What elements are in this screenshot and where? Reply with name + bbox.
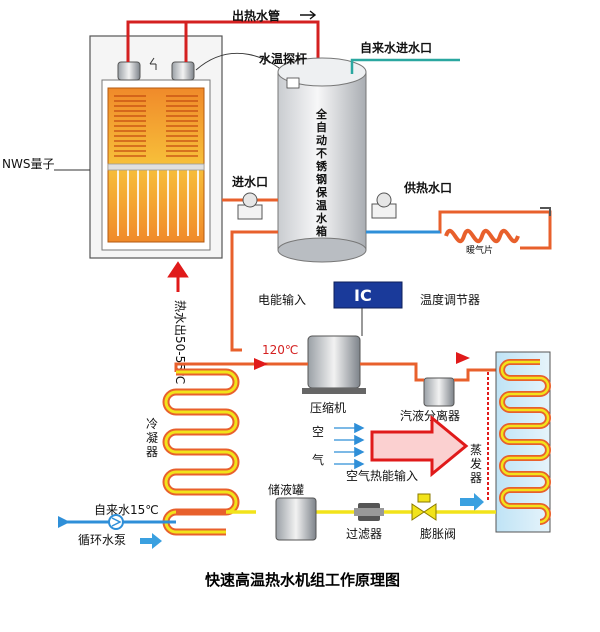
svg-text:温: 温 xyxy=(316,198,327,212)
temp-probe-box xyxy=(286,77,300,89)
nws-heater-unit xyxy=(89,35,293,259)
svg-text:保: 保 xyxy=(315,185,328,199)
circulation-pump-label: 循环水泵 xyxy=(78,533,126,547)
hot-water-up-arrow xyxy=(167,261,189,292)
inlet-pump-icon xyxy=(237,192,263,220)
faucet-icon xyxy=(540,207,551,216)
hot-water-out-label: 出热水管 xyxy=(232,8,280,23)
heater-rods xyxy=(117,168,199,236)
ic-controller xyxy=(333,281,403,309)
condenser-coil xyxy=(162,368,240,536)
blue-flow-arrow xyxy=(460,493,484,511)
supply-pump-icon xyxy=(371,192,397,219)
svg-text:气: 气 xyxy=(312,452,324,467)
svg-text:动: 动 xyxy=(316,133,327,147)
insulated-water-tank xyxy=(277,57,367,263)
evaporator-label: 蒸 发 器 xyxy=(470,443,482,485)
thermostat-label: 温度调节器 xyxy=(420,292,480,307)
svg-text:自: 自 xyxy=(316,120,327,134)
right-arrow-icon xyxy=(300,10,317,20)
water-left-arrow xyxy=(58,516,70,528)
air-heat-arrow xyxy=(370,414,469,478)
svg-text:锈: 锈 xyxy=(316,159,328,173)
temp-120-label: 120℃ xyxy=(262,343,298,357)
air-heat-input-label: 空气热能输入 xyxy=(346,468,418,483)
pump-arrow-icon xyxy=(111,517,122,527)
suction-pipe xyxy=(360,362,504,382)
air-label: 空 气 xyxy=(312,425,324,467)
svg-text:空: 空 xyxy=(312,425,324,439)
expansion-valve xyxy=(411,493,437,521)
heat-supply-outlet-label: 供热水口 xyxy=(403,180,452,195)
diagram-title: 快速高温热水机组工作原理图 xyxy=(205,571,400,589)
radiator xyxy=(444,228,520,244)
tap-water-15-label: 自来水15℃ xyxy=(94,503,159,517)
svg-text:不: 不 xyxy=(316,147,327,160)
tank-return-pipe xyxy=(230,230,278,352)
svg-text:冷: 冷 xyxy=(146,417,158,431)
flow-arrow-left-2 xyxy=(456,352,470,364)
water-inlet-label: 进水口 xyxy=(232,174,268,189)
expansion-valve-label: 膨胀阀 xyxy=(420,527,456,541)
heater-cap-left xyxy=(117,61,141,81)
svg-text:箱: 箱 xyxy=(316,224,327,238)
svg-text:发: 发 xyxy=(470,456,482,471)
filter-drier xyxy=(354,503,384,521)
filter-label: 过滤器 xyxy=(346,527,382,541)
svg-text:器: 器 xyxy=(470,471,482,485)
svg-text:凝: 凝 xyxy=(146,430,158,445)
water-temp-probe-label: 水温探杆 xyxy=(259,51,307,66)
switch-icon xyxy=(149,57,157,70)
condenser-label: 冷 凝 器 xyxy=(146,417,158,459)
tap-water-inlet-label: 自来水进水口 xyxy=(360,40,432,55)
svg-text:器: 器 xyxy=(146,445,158,459)
gas-liquid-separator xyxy=(423,377,455,407)
heater-coil-left xyxy=(114,95,146,157)
heater-cap-right xyxy=(171,61,195,81)
pump-flow-arrow xyxy=(140,533,162,549)
svg-text:钢: 钢 xyxy=(316,172,327,186)
nws-quantum-label: NWS量子 xyxy=(2,157,54,171)
tank-name-vertical: 全 自 动 不 锈 钢 保 温 水 箱 xyxy=(315,107,328,238)
liquid-receiver-tank xyxy=(275,497,317,541)
power-input-label: 电能输入 xyxy=(258,292,306,307)
tap-water-inlet-pipe xyxy=(350,58,460,74)
svg-text:蒸: 蒸 xyxy=(470,443,482,457)
radiator-label: 暖气片 xyxy=(466,244,493,256)
heater-coil-right xyxy=(166,95,198,157)
liquid-tank-label: 储液罐 xyxy=(268,482,304,497)
compressor xyxy=(302,335,366,394)
ic-label: IC xyxy=(354,286,372,305)
svg-text:水: 水 xyxy=(316,211,328,225)
svg-text:全: 全 xyxy=(315,107,328,121)
compressor-label: 压缩机 xyxy=(310,400,346,415)
air-flow-arrows xyxy=(334,422,365,470)
gas-liquid-separator-label: 汽液分离器 xyxy=(400,408,460,423)
evaporator xyxy=(495,351,551,533)
hot-water-out-pipe xyxy=(126,20,320,62)
flow-arrow-left xyxy=(254,358,268,370)
